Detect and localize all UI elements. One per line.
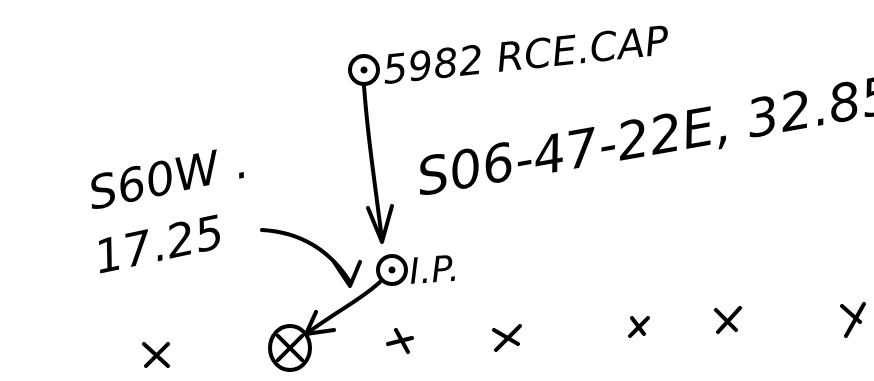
cap-monument-label: 5982 RCE.CAP <box>380 18 672 94</box>
fence-marks <box>142 302 866 368</box>
fence-x-mark <box>492 324 522 352</box>
iron-pin-label: I.P. <box>408 249 461 293</box>
course-2-arrow <box>304 280 382 336</box>
fence-x-mark <box>628 316 650 338</box>
fence-x-mark <box>142 342 170 368</box>
course-1-arrow <box>362 84 394 244</box>
fence-x-mark <box>386 328 414 354</box>
iron-pin-icon <box>376 254 408 286</box>
leader-arrow <box>260 228 362 288</box>
course-2-bearing: S60W . <box>83 134 253 221</box>
course-1-bearing-distance: S06-47-22E, 32.85 <box>412 66 874 209</box>
circled-x-point-icon <box>268 324 312 372</box>
fence-x-mark <box>714 306 742 334</box>
cap-monument-icon <box>348 54 380 86</box>
fence-x-mark <box>840 302 866 338</box>
